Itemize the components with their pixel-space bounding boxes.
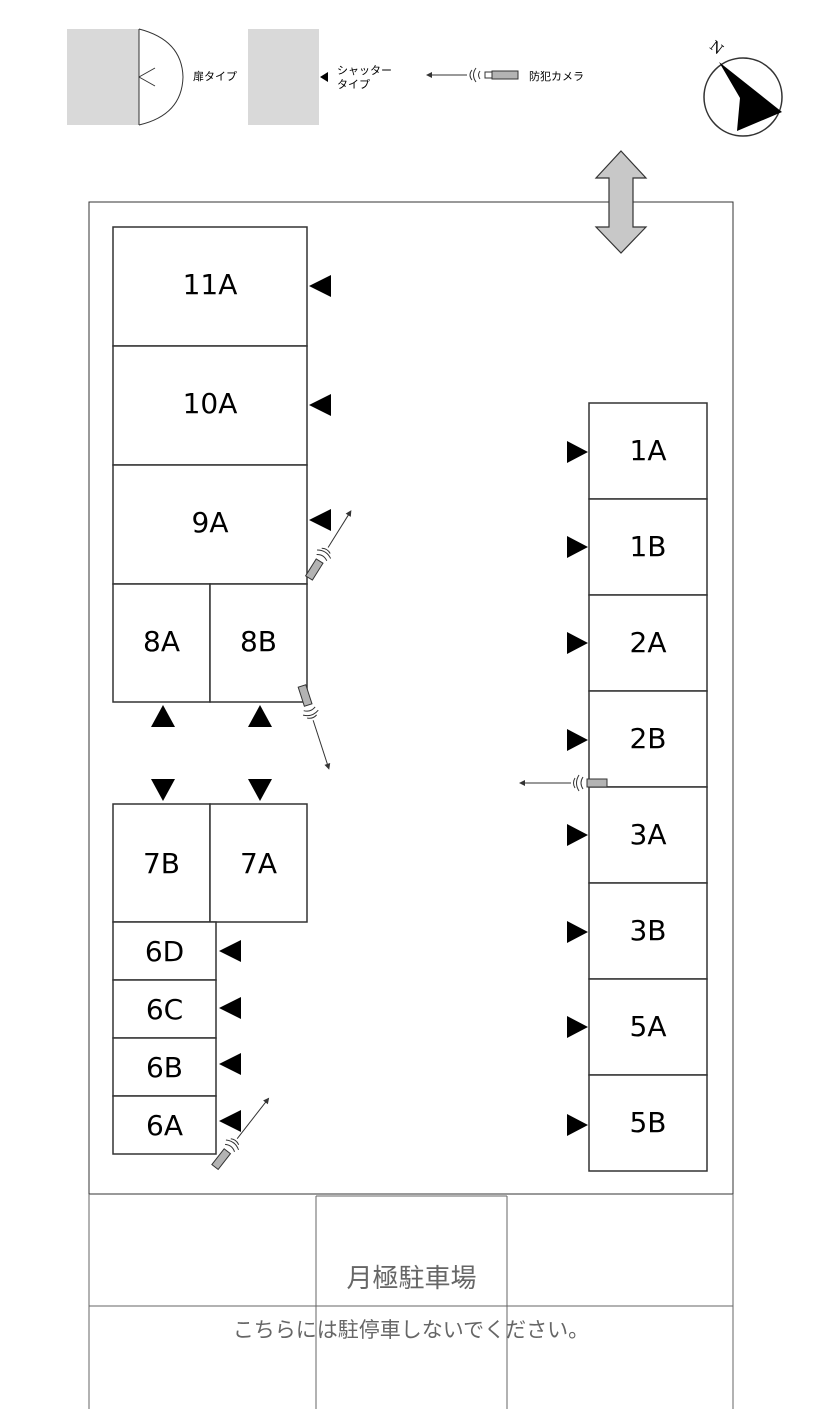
shutter-marker-6A (219, 1110, 241, 1132)
unit-box-7A (209, 803, 308, 923)
camera-icon-8B (297, 684, 331, 770)
shutter-marker-1B (567, 536, 588, 558)
unit-box-9A (112, 464, 308, 585)
unit-box-1A (588, 402, 708, 500)
shutter-marker-7B (151, 779, 175, 801)
unit-box-2B (588, 690, 708, 788)
shutter-marker-6C (219, 997, 241, 1019)
shutter-marker-1A (567, 441, 588, 463)
right-units-outline (588, 402, 708, 1172)
unit-label-7A: 7A (240, 847, 277, 880)
door-legend-block (67, 29, 139, 125)
shutter-marker-8B (248, 705, 272, 727)
shutter-marker-8A (151, 705, 175, 727)
unit-label-1B: 1B (629, 530, 667, 563)
unit-box-3A (588, 786, 708, 884)
parking-grid (88, 1194, 734, 1409)
unit-label-3A: 3A (629, 818, 667, 851)
shutter-marker-2A (567, 632, 588, 654)
shutter-marker-3A (567, 824, 588, 846)
shutter-markers-left (219, 275, 331, 1132)
legend-graphics (67, 28, 519, 126)
shutter-marker-11A (309, 275, 331, 297)
unit-label-6D: 6D (144, 935, 185, 968)
shutter-arrow-icon (320, 72, 328, 82)
unit-box-3B (588, 882, 708, 980)
unit-label-5A: 5A (629, 1010, 667, 1043)
unit-label-3B: 3B (629, 914, 667, 947)
left-units-outline (112, 226, 308, 1155)
unit-label-2A: 2A (629, 626, 667, 659)
unit-label-6B: 6B (145, 1051, 184, 1084)
unit-box-5B (588, 1074, 708, 1172)
entrance-arrow-icon (594, 150, 648, 254)
unit-box-8B (209, 583, 308, 703)
shutter-type-label-1: シャッター (337, 64, 392, 77)
shutter-marker-2B (567, 729, 588, 751)
legend: 扉タイプ シャッター タイプ 防犯カメラ (0, 0, 818, 140)
unit-label-6A: 6A (146, 1109, 183, 1142)
shutter-marker-5B (567, 1114, 588, 1136)
unit-box-2A (588, 594, 708, 692)
shutter-marker-10A (309, 394, 331, 416)
camera-legend-icon (426, 67, 519, 83)
shutter-marker-6D (219, 940, 241, 962)
parking-notice: こちらには駐停車しないでください。 (232, 1318, 590, 1342)
shutter-marker-3B (567, 921, 588, 943)
unit-box-10A (112, 345, 308, 466)
shutter-marker-7A (248, 779, 272, 801)
shutter-marker-9A (309, 509, 331, 531)
parking-title: 月極駐車場 (346, 1264, 477, 1294)
camera-label: 防犯カメラ (529, 70, 584, 83)
door-type-label: 扉タイプ (193, 70, 237, 83)
shutter-markers-vertical (151, 705, 272, 801)
unit-box-8A (112, 583, 211, 703)
unit-box-6D (112, 921, 217, 981)
camera-icon-2B (519, 774, 608, 792)
unit-label-8A: 8A (143, 625, 180, 658)
shutter-markers-right (567, 441, 588, 1136)
unit-box-1B (588, 498, 708, 596)
unit-label-9A: 9A (191, 506, 229, 539)
compass: N (703, 38, 783, 137)
door-swing-icon (138, 28, 184, 126)
unit-box-6C (112, 979, 217, 1039)
unit-label-11A: 11A (182, 268, 238, 301)
unit-label-10A: 10A (182, 387, 238, 420)
unit-label-2B: 2B (629, 722, 667, 755)
site-boundary (88, 201, 734, 1195)
shutter-marker-5A (567, 1016, 588, 1038)
unit-label-5B: 5B (629, 1106, 667, 1139)
unit-box-6A (112, 1095, 217, 1155)
unit-box-11A (112, 226, 308, 347)
compass-needle-icon (719, 62, 782, 131)
unit-label-6C: 6C (145, 993, 184, 1026)
shutter-marker-6B (219, 1053, 241, 1075)
unit-label-8B: 8B (239, 625, 278, 658)
unit-label-1A: 1A (629, 434, 667, 467)
unit-label-7B: 7B (142, 847, 181, 880)
unit-box-5A (588, 978, 708, 1076)
camera-icon-6A (211, 1097, 270, 1171)
unit-box-6B (112, 1037, 217, 1097)
shutter-type-label-2: タイプ (337, 78, 370, 91)
camera-icon-9A (304, 510, 352, 581)
shutter-legend-block (248, 29, 319, 125)
